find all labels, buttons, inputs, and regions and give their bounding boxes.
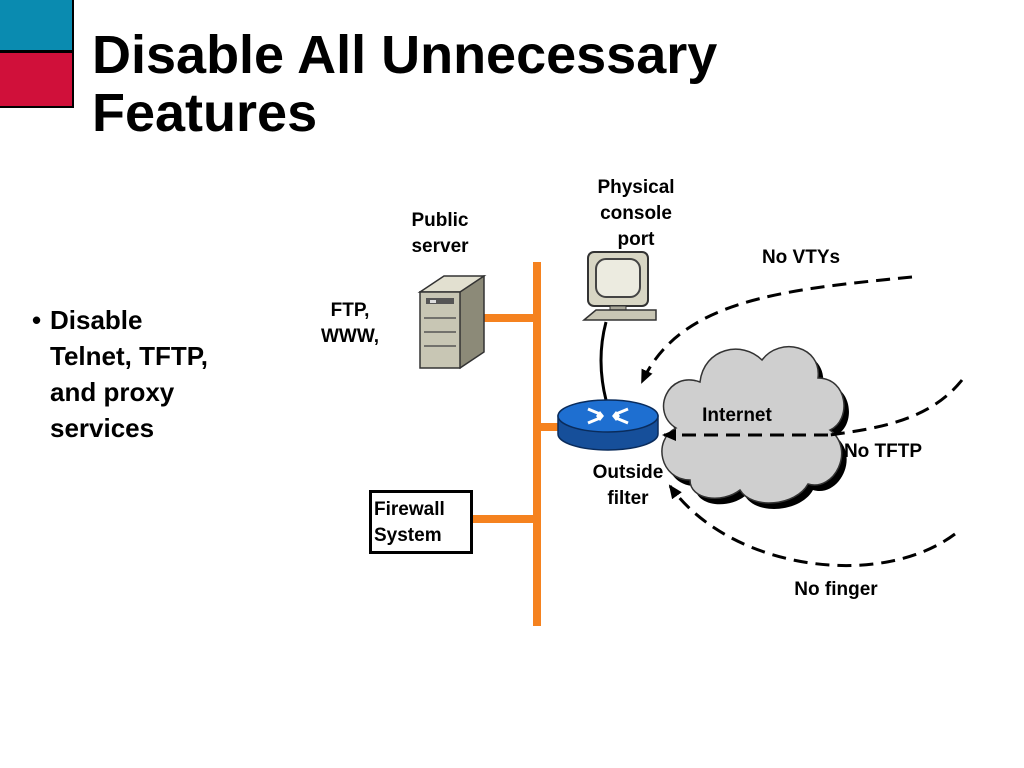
slide-title-line-2: Features: [92, 83, 318, 143]
no-tftp-label: No TFTP: [843, 441, 923, 462]
internet-label: Internet: [702, 405, 772, 426]
console-port-label-line-2: console: [600, 203, 672, 224]
accent-block-red: [0, 51, 74, 108]
console-cable: [599, 321, 608, 401]
console-port-label-line-1: Physical: [597, 177, 675, 198]
vty-arrow: [640, 275, 913, 384]
router-icon: [557, 399, 659, 451]
router-label: Outside filter: [578, 460, 678, 512]
bullet-line-3: and proxy: [50, 377, 175, 407]
public-server-label-line-2: server: [411, 236, 469, 257]
no-vty-label: No VTYs: [761, 247, 841, 268]
bullet-marker: •: [32, 305, 42, 335]
tftp-arrow-outer: [829, 379, 964, 437]
server-services-label: FTP, WWW,: [306, 298, 394, 350]
server-icon: [417, 275, 487, 370]
firewall-box: [369, 490, 473, 554]
public-server-label: Public server: [396, 208, 484, 260]
router-label-line-2: filter: [607, 488, 649, 509]
monitor-icon: [581, 251, 657, 321]
public-server-label-line-1: Public: [411, 210, 469, 231]
no-finger-label: No finger: [794, 579, 878, 600]
bullet-line-1: Disable: [50, 305, 143, 335]
accent-block-blue: [0, 0, 74, 52]
console-port-label-line-3: port: [617, 229, 655, 250]
firewall-label-line-2: System: [374, 525, 442, 546]
bullet-point: • Disable Telnet, TFTP, and proxy servic…: [32, 302, 262, 446]
firewall-label: Firewall System: [374, 497, 445, 549]
internet-cloud-icon: [661, 345, 849, 509]
slide-title: Disable All Unnecessary Features: [92, 26, 717, 142]
bullet-line-2: Telnet, TFTP,: [50, 341, 208, 371]
server-service-www: WWW,: [320, 326, 380, 347]
bullet-line-4: services: [50, 413, 155, 443]
console-port-label: Physical console port: [580, 175, 692, 253]
finger-arrow: [668, 484, 956, 568]
slide-title-line-1: Disable All Unnecessary: [92, 25, 718, 85]
firewall-label-line-1: Firewall: [374, 499, 445, 520]
server-service-ftp: FTP,: [330, 300, 370, 321]
router-label-line-1: Outside: [592, 462, 664, 483]
